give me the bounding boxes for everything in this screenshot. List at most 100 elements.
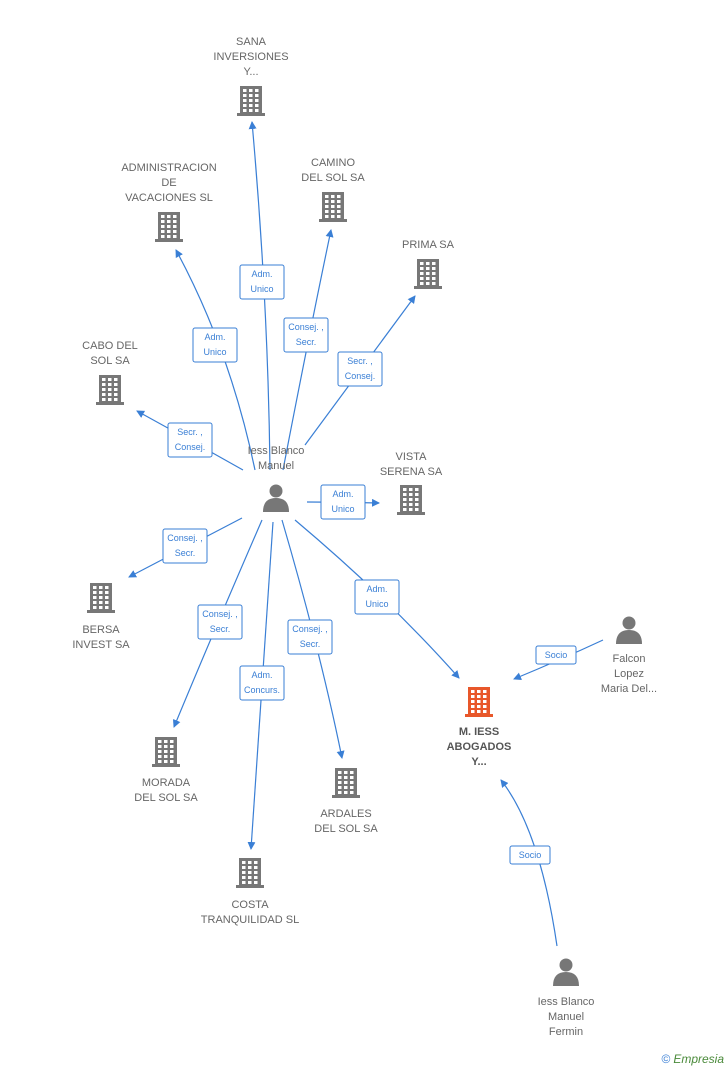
node-ardales[interactable]: ARDALES DEL SOL SA — [314, 768, 378, 835]
e-sana-badge: Adm. Unico — [239, 264, 285, 300]
node-label: VISTA — [396, 451, 428, 463]
node-label: Iess Blanco — [248, 445, 305, 457]
person-icon — [553, 958, 579, 986]
node-cabo[interactable]: CABO DEL SOL SA — [82, 340, 138, 405]
building-icon — [414, 259, 442, 289]
badge-label: Secr. , — [347, 356, 373, 366]
node-label: M. IESS — [459, 726, 499, 738]
node-costa[interactable]: COSTA TRANQUILIDAD SL — [201, 858, 299, 926]
node-label: ADMINISTRACION — [121, 162, 216, 174]
node-label: CAMINO — [311, 157, 355, 169]
brand-name: Empresia — [673, 1052, 724, 1066]
badge-label: Secr. — [300, 639, 321, 649]
node-label: Falcon — [612, 653, 645, 665]
node-label: Maria Del... — [601, 683, 657, 695]
building-icon — [96, 375, 124, 405]
badge-label: Consej. , — [288, 322, 324, 332]
person-icon — [263, 484, 289, 512]
badge-label: Unico — [203, 347, 226, 357]
node-label: INVERSIONES — [213, 51, 288, 63]
badge-label: Adm. — [332, 489, 353, 499]
node-label: Fermin — [549, 1026, 583, 1038]
node-label: DE — [161, 177, 176, 189]
e-cabo-badge: Secr. , Consej. — [167, 422, 213, 458]
node-label: CABO DEL — [82, 340, 138, 352]
copyright-symbol: © — [661, 1052, 671, 1066]
node-label: MORADA — [142, 777, 191, 789]
e-admin-badge: Adm. Unico — [192, 327, 238, 363]
building-icon — [87, 583, 115, 613]
e-camino-badge: Consej. , Secr. — [283, 317, 329, 353]
node-label: Iess Blanco — [538, 996, 595, 1008]
building-icon — [332, 768, 360, 798]
node-label: BERSA — [82, 624, 120, 636]
e-prima-badge: Secr. , Consej. — [337, 351, 383, 387]
badge-label: Secr. — [296, 337, 317, 347]
badge-label: Secr. , — [177, 427, 203, 437]
badge-label: Socio — [519, 850, 542, 860]
building-icon — [319, 192, 347, 222]
badge-label: Adm. — [366, 584, 387, 594]
e-costa-badge: Adm. Concurs. — [239, 665, 285, 701]
badge-label: Consej. , — [292, 624, 328, 634]
node-label: Manuel — [258, 460, 294, 472]
building-icon — [152, 737, 180, 767]
node-label: SANA — [236, 36, 267, 48]
badge-label: Adm. — [204, 332, 225, 342]
badge-label: Consej. , — [167, 533, 203, 543]
badge-label: Secr. — [210, 624, 231, 634]
e-fermin-badge: Socio — [509, 845, 551, 865]
node-label: PRIMA SA — [402, 239, 455, 251]
badge-label: Socio — [545, 650, 568, 660]
node-label: SOL SA — [90, 355, 130, 367]
badge-label: Adm. — [251, 670, 272, 680]
building-icon — [236, 858, 264, 888]
node-vista[interactable]: VISTA SERENA SA — [380, 451, 443, 515]
badge-label: Consej. — [345, 371, 376, 381]
building-icon — [237, 86, 265, 116]
node-label: DEL SOL SA — [314, 823, 378, 835]
e-ardales-badge: Consej. , Secr. — [287, 619, 333, 655]
copyright-credit: ©Empresia — [661, 1052, 724, 1066]
node-label: TRANQUILIDAD SL — [201, 914, 299, 926]
building-icon — [465, 687, 493, 717]
node-label: DEL SOL SA — [134, 792, 198, 804]
node-admin[interactable]: ADMINISTRACION DE VACACIONES SL — [121, 162, 217, 242]
e-falcon-badge: Socio — [535, 645, 577, 665]
building-icon — [397, 485, 425, 515]
node-camino[interactable]: CAMINO DEL SOL SA — [301, 157, 365, 222]
node-label: Manuel — [548, 1011, 584, 1023]
node-label: VACACIONES SL — [125, 192, 213, 204]
badge-label: Unico — [365, 599, 388, 609]
person-icon — [616, 616, 642, 644]
badge-label: Adm. — [251, 269, 272, 279]
badge-label: Concurs. — [244, 685, 280, 695]
node-label: Y... — [243, 66, 258, 78]
node-label: ARDALES — [320, 808, 371, 820]
node-bersa[interactable]: BERSA INVEST SA — [72, 583, 130, 651]
node-miess[interactable]: M. IESSABOGADOSY... — [447, 687, 512, 768]
node-label: INVEST SA — [72, 639, 130, 651]
e-bersa-badge: Consej. , Secr. — [162, 528, 208, 564]
node-label: ABOGADOS — [447, 741, 512, 753]
e-miess-badge: Adm. Unico — [354, 579, 400, 615]
badge-label: Unico — [331, 504, 354, 514]
node-label: COSTA — [231, 899, 269, 911]
e-morada-badge: Consej. , Secr. — [197, 604, 243, 640]
badge-label: Secr. — [175, 548, 196, 558]
node-morada[interactable]: MORADA DEL SOL SA — [134, 737, 198, 804]
e-vista-badge: Adm. Unico — [320, 484, 366, 520]
node-sana[interactable]: SANA INVERSIONES Y... — [213, 36, 289, 116]
badge-label: Unico — [250, 284, 273, 294]
badge-label: Consej. — [175, 442, 206, 452]
building-icon — [155, 212, 183, 242]
node-label: Lopez — [614, 668, 644, 680]
node-prima[interactable]: PRIMA SA — [402, 239, 455, 289]
node-label: SERENA SA — [380, 466, 443, 478]
node-label: DEL SOL SA — [301, 172, 365, 184]
badge-label: Consej. , — [202, 609, 238, 619]
